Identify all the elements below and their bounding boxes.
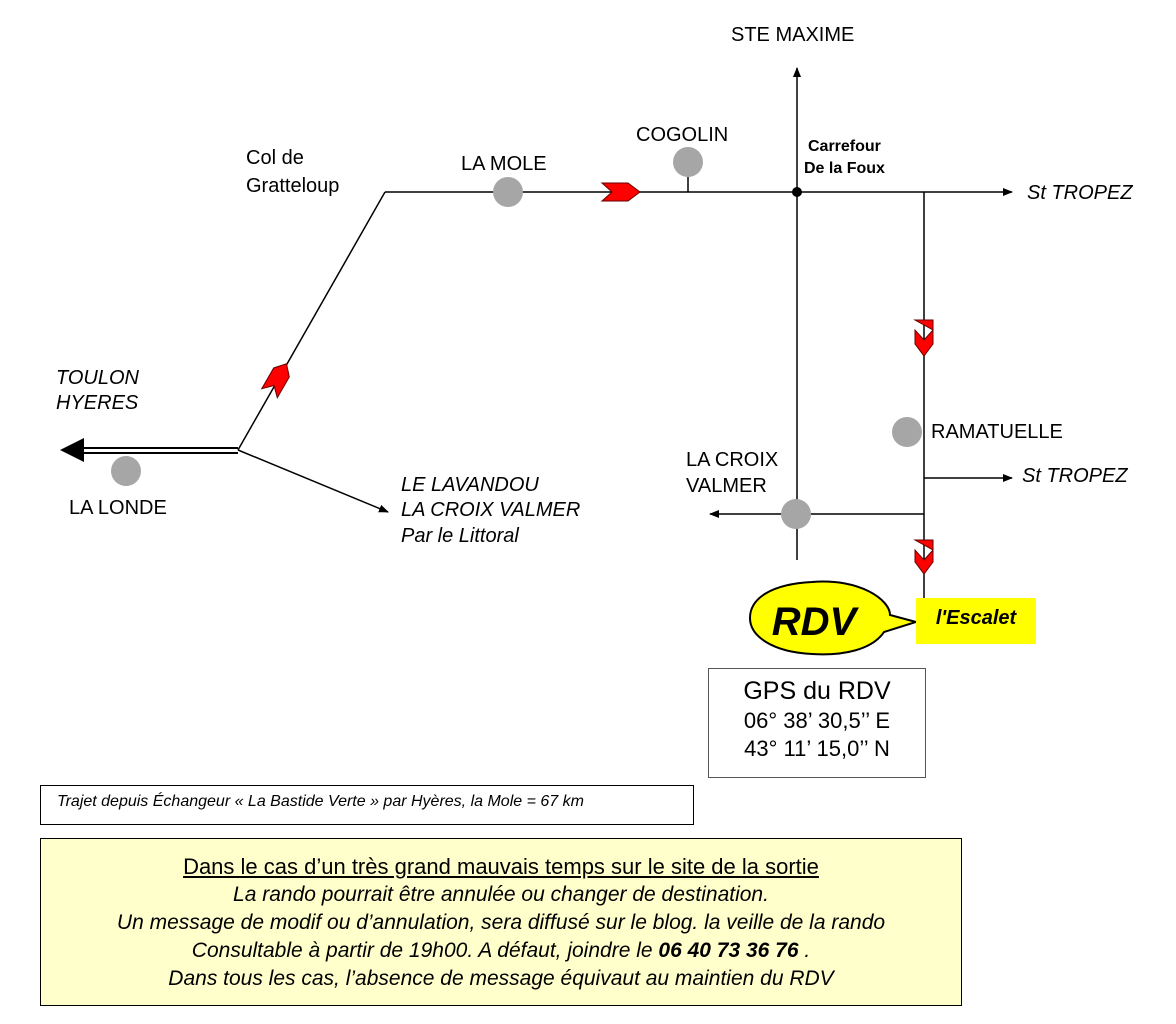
notice-phone: 06 40 73 36 76 — [658, 939, 799, 962]
town-dot-la-londe — [111, 456, 141, 486]
gps-title: GPS du RDV — [743, 677, 891, 705]
notice-line-4: Dans tous les cas, l’absence de message … — [168, 967, 834, 990]
label-la-mole: LA MOLE — [461, 153, 547, 175]
road-littoral — [237, 449, 389, 513]
label-de-la-foux: De la Foux — [804, 160, 885, 177]
label-par-le-littoral: Par le Littoral — [401, 525, 519, 547]
label-le-lavandou: LE LAVANDOU — [401, 474, 539, 496]
direction-arrow-east — [600, 182, 641, 202]
label-la-croix: LA CROIX — [686, 449, 779, 471]
label-ste-maxime: STE MAXIME — [731, 24, 855, 46]
notice-line-3: Consultable à partir de 19h00. A défaut,… — [41, 937, 961, 965]
label-st-tropez-mid: St TROPEZ — [1022, 465, 1128, 487]
label-st-tropez-top: St TROPEZ — [1027, 182, 1133, 204]
label-col-de: Col de — [246, 147, 304, 169]
rdv-bubble — [748, 580, 920, 656]
rdv-label: RDV — [771, 600, 857, 644]
gps-latitude: 43° 11’ 15,0’’ N — [744, 736, 890, 761]
label-gratteloup: Gratteloup — [246, 175, 340, 197]
notice-line-3-end: . — [798, 939, 811, 962]
label-la-londe: LA LONDE — [69, 497, 167, 519]
road-col-gratteloup — [237, 191, 386, 451]
notice-line-2: Un message de modif ou d’annulation, ser… — [116, 911, 886, 934]
label-carrefour: Carrefour — [808, 138, 881, 155]
town-dot-la-croix-valmer — [781, 499, 811, 529]
notice-line-3-text: Consultable à partir de 19h00. A défaut,… — [191, 939, 659, 962]
notice-line-1: La rando pourrait être annulée ou change… — [233, 883, 769, 906]
label-ramatuelle: RAMATUELLE — [931, 421, 1063, 443]
direction-arrow-south-2 — [913, 539, 934, 575]
trajet-info: Trajet depuis Échangeur « La Bastide Ver… — [40, 785, 694, 825]
town-dot-cogolin — [673, 147, 703, 177]
carrefour-dot — [792, 187, 802, 197]
highway-toulon — [60, 438, 238, 462]
label-valmer: VALMER — [686, 475, 767, 497]
notice-heading: Dans le cas d’un très grand mauvais temp… — [183, 854, 819, 879]
label-toulon: TOULON — [56, 367, 139, 389]
town-dot-la-mole — [493, 177, 523, 207]
label-hyeres: HYERES — [56, 392, 139, 414]
direction-arrow-col — [260, 363, 290, 400]
escalet-label: l'Escalet — [916, 598, 1036, 644]
weather-notice: Dans le cas d’un très grand mauvais temp… — [40, 838, 962, 1006]
gps-longitude: 06° 38’ 30,5’’ E — [743, 708, 891, 733]
town-dot-ramatuelle — [892, 417, 922, 447]
label-cogolin: COGOLIN — [636, 124, 729, 146]
label-la-croix-valmer-littoral: LA CROIX VALMER — [401, 499, 581, 521]
direction-arrow-south-1 — [913, 319, 934, 357]
gps-box: GPS du RDV 06° 38’ 30,5’’ E 43° 11’ 15,0… — [708, 668, 926, 778]
